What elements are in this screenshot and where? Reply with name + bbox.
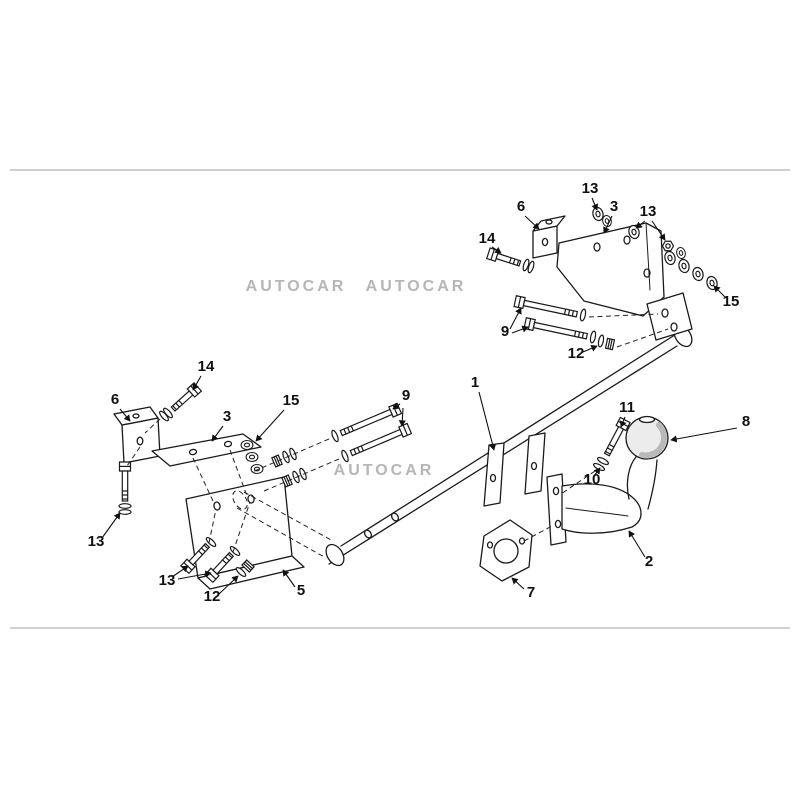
leader-line-9 <box>398 407 406 427</box>
tube-end-plate <box>646 292 693 341</box>
leader-line-11 <box>619 416 627 428</box>
part-label-7: 7 <box>527 584 535 601</box>
part-label-13: 13 <box>88 533 105 550</box>
watermark-autocar: AUTOCAR <box>334 462 435 479</box>
bracket-part6-left <box>113 406 161 464</box>
leader-line-9 <box>511 325 529 334</box>
leader-line-13 <box>651 220 666 241</box>
leader-line-13 <box>177 570 212 580</box>
leader-line-3 <box>211 425 224 442</box>
leader-line-9 <box>392 402 401 410</box>
leader-line-6 <box>524 215 540 230</box>
plate-part3-left <box>151 433 262 467</box>
leader-line-12 <box>218 575 239 595</box>
part-label-6: 6 <box>111 391 119 408</box>
part-label-5: 5 <box>297 582 305 599</box>
part-label-12: 12 <box>204 588 221 605</box>
part-label-3: 3 <box>223 408 231 425</box>
dashed-alignment-lines <box>126 313 669 559</box>
bracket-part3-top <box>556 222 665 317</box>
leader-line-15 <box>713 285 727 299</box>
part-label-14: 14 <box>479 230 496 247</box>
bolt-part14-top <box>486 247 536 275</box>
part-label-9: 9 <box>402 387 410 404</box>
leader-line-13 <box>591 197 599 211</box>
part-label-12: 12 <box>568 345 585 362</box>
leader-line-1 <box>478 391 497 451</box>
leader-line-10 <box>593 467 601 477</box>
bolt-part11 <box>592 416 631 473</box>
part-label-1: 1 <box>471 374 479 391</box>
watermarks: AUTOCAR AUTOCAR AUTOCAR <box>246 278 467 479</box>
leader-line-13 <box>101 512 121 539</box>
leader-line-14 <box>192 375 202 391</box>
main-crossbar-tube <box>325 324 693 567</box>
bolts-part9-left <box>329 402 413 464</box>
part-label-8: 8 <box>742 413 750 430</box>
ballmount-arm-part2 <box>546 473 642 546</box>
nut-part12-top <box>596 334 616 351</box>
washer-chain-part15 <box>662 249 720 292</box>
part-label-2: 2 <box>645 553 653 570</box>
leader-line-5 <box>282 569 296 588</box>
leader-line-3 <box>603 215 613 234</box>
leader-line-13 <box>171 565 189 578</box>
leader-line-13 <box>635 220 646 229</box>
bolt-part13-far-left <box>118 461 132 515</box>
leader-lines <box>101 197 738 595</box>
watermark-autocar: AUTOCAR <box>366 278 467 295</box>
bolts-part9-top <box>513 295 598 344</box>
support-plates-part1 <box>483 432 546 507</box>
part-label-15: 15 <box>723 293 740 310</box>
leader-line-12 <box>582 344 598 353</box>
leader-line-8 <box>670 427 738 443</box>
part-label-10: 10 <box>584 471 601 488</box>
towball-part8 <box>625 415 669 510</box>
bracket-part5 <box>185 476 305 590</box>
part-label-13: 13 <box>640 203 657 220</box>
part-label-15: 15 <box>283 392 300 409</box>
leader-line-15 <box>255 409 285 442</box>
part-label-13: 13 <box>582 180 599 197</box>
part-label-6: 6 <box>517 198 525 215</box>
watermark-autocar: AUTOCAR <box>246 278 347 295</box>
part-label-9: 9 <box>501 323 509 340</box>
part-label-3: 3 <box>610 198 618 215</box>
leader-line-14 <box>491 246 502 254</box>
leader-line-2 <box>628 530 646 558</box>
part-label-11: 11 <box>619 399 635 416</box>
bracket-part6-top <box>532 215 566 259</box>
part-label-14: 14 <box>198 358 215 375</box>
part-label-13: 13 <box>159 572 176 589</box>
leader-line-6 <box>119 408 131 422</box>
bolt-part14-left <box>157 382 202 423</box>
leader-line-9 <box>509 307 522 330</box>
leader-line-7 <box>511 577 525 590</box>
bumper-plate-part7 <box>479 519 533 582</box>
